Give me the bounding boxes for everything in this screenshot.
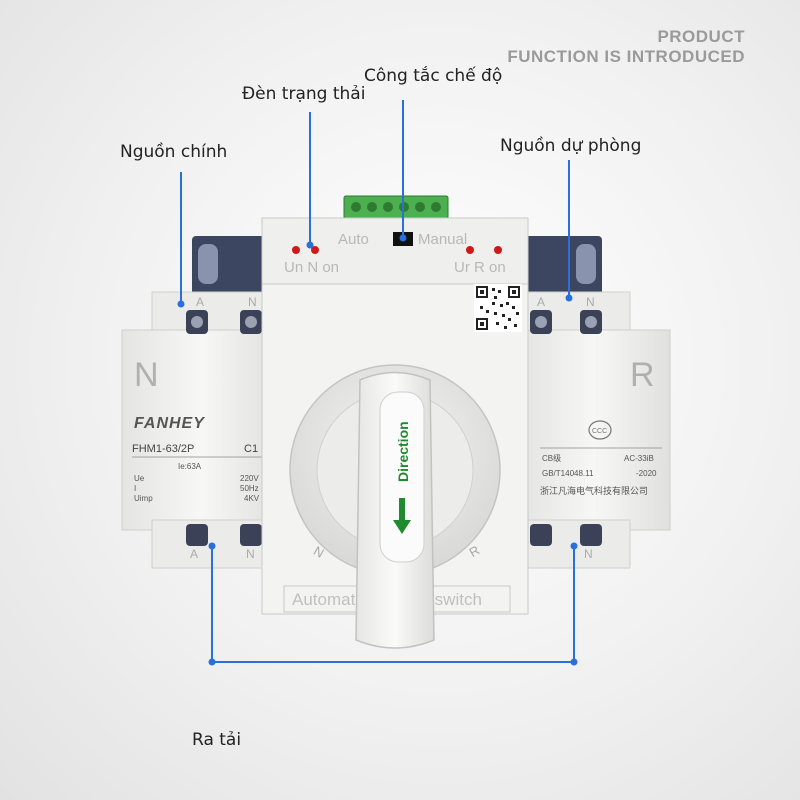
rated-current: Ie:63A [178, 462, 202, 471]
callout-mode-switch: Công tắc chế độ [364, 66, 503, 86]
terminal-n-top-left: N [248, 295, 257, 309]
mode-label-auto: Auto [338, 231, 369, 248]
direction-label: Direction [395, 421, 411, 482]
callout-load-output: Ra tải [192, 730, 242, 750]
led-main-on [311, 246, 319, 254]
callout-backup-source: Nguồn dự phòng [500, 136, 642, 156]
heading-line-2: FUNCTION IS INTRODUCED [507, 47, 745, 66]
terminal-a-bottom-left: A [190, 547, 198, 561]
svg-text:CCC: CCC [592, 428, 607, 435]
standard-number: GB/T14048.11 [542, 469, 594, 478]
led-label-right: Ur R on [454, 259, 506, 276]
led-backup-source [466, 246, 474, 254]
cert-category: AC-33iB [624, 454, 654, 463]
terminal-n-top-right: N [586, 295, 595, 309]
led-backup-on [494, 246, 502, 254]
controller-top-panel [261, 217, 529, 285]
control-terminal-block [343, 195, 449, 223]
spec-label-uimp: Uimp [134, 494, 153, 503]
mounting-bracket-right [520, 236, 602, 296]
qr-code [474, 284, 522, 332]
product-function-heading: PRODUCT FUNCTION IS INTRODUCED [507, 27, 745, 67]
callout-lines [180, 100, 575, 663]
model-number: FHM1-63/2P [132, 443, 194, 455]
terminal-n-bottom-right: N [584, 547, 593, 561]
standard-year: -2020 [636, 469, 657, 478]
spec-value-impulse: 4KV [244, 494, 260, 503]
transfer-handle [355, 371, 435, 649]
left-breaker-module [121, 329, 281, 531]
source-letter-n: N [134, 356, 159, 394]
spec-value-voltage: 220V [240, 474, 259, 483]
mounting-bracket-left [192, 236, 270, 296]
terminal-a-top-left: A [196, 295, 204, 309]
spec-value-frequency: 50Hz [240, 484, 259, 493]
terminal-n-bottom-left: N [246, 547, 255, 561]
callout-status-light: Đèn trạng thải [242, 84, 366, 104]
direction-arrow-icon [393, 498, 411, 534]
spec-label-i: I [134, 484, 136, 493]
model-class: C1 [244, 443, 258, 455]
ccc-logo-icon: CCC [588, 420, 612, 440]
spec-label-ue: Ue [134, 474, 145, 483]
callout-dots [177, 234, 578, 666]
led-main-source [292, 246, 300, 254]
terminal-a-top-right: A [537, 295, 545, 309]
callout-main-source: Nguồn chính [120, 142, 228, 162]
led-label-left: Un N on [284, 259, 339, 276]
cert-class-label: CB级 [542, 453, 561, 463]
manufacturer-name: 浙江凡海电气科技有限公司 [540, 485, 648, 497]
mode-label-manual: Manual [418, 231, 467, 248]
source-letter-r: R [630, 356, 655, 394]
heading-line-1: PRODUCT [657, 27, 745, 46]
brand-name: FANHEY [134, 415, 205, 432]
